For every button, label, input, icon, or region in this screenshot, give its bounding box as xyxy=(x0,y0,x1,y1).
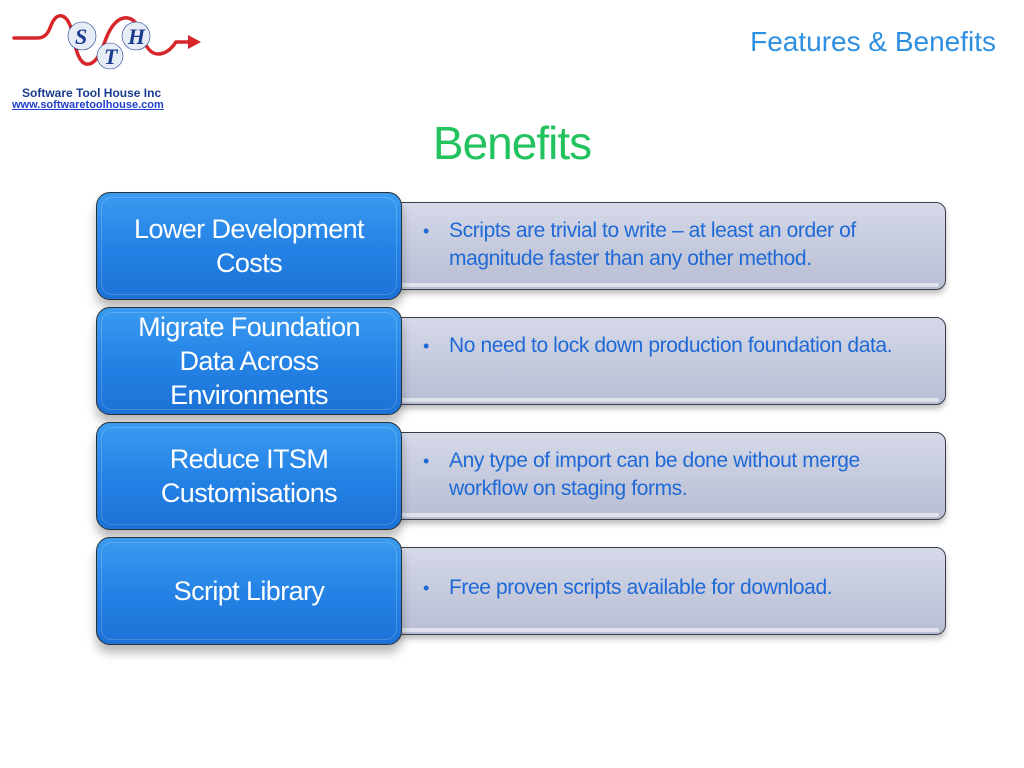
page-title: Benefits xyxy=(432,117,592,169)
logo-letter-t: T xyxy=(104,44,119,69)
benefit-tile-label: Lower Development Costs xyxy=(134,214,365,278)
benefit-detail-panel: • Any type of import can be done without… xyxy=(366,432,946,520)
benefit-detail-panel: • Scripts are trivial to write – at leas… xyxy=(366,202,946,290)
benefit-bullet-text: No need to lock down production foundati… xyxy=(449,334,893,357)
panel-highlight xyxy=(373,398,939,402)
benefit-bullet: • No need to lock down production founda… xyxy=(423,332,923,360)
benefit-tile-reduce-itsm-customisations[interactable]: Reduce ITSM Customisations xyxy=(96,422,402,530)
panel-highlight xyxy=(373,283,939,287)
company-logo: S H T Software Tool House Inc www.softwa… xyxy=(8,6,218,111)
bullet-icon: • xyxy=(423,578,429,598)
panel-highlight xyxy=(373,513,939,517)
benefit-row: • Free proven scripts available for down… xyxy=(96,537,946,645)
benefit-bullet-text: Scripts are trivial to write – at least … xyxy=(449,219,856,270)
benefit-bullet-text: Any type of import can be done without m… xyxy=(449,449,860,500)
benefit-row: • Any type of import can be done without… xyxy=(96,422,946,530)
benefit-row: • No need to lock down production founda… xyxy=(96,307,946,415)
benefit-tile-label: Migrate Foundation Data Across Environme… xyxy=(138,312,360,410)
company-url-link[interactable]: www.softwaretoolhouse.com xyxy=(12,99,164,111)
bullet-icon: • xyxy=(423,336,429,356)
benefit-tile-migrate-foundation-data[interactable]: Migrate Foundation Data Across Environme… xyxy=(96,307,402,415)
bullet-icon: • xyxy=(423,221,429,241)
benefit-bullet-text: Free proven scripts available for downlo… xyxy=(449,576,833,599)
benefit-tile-label: Reduce ITSM Customisations xyxy=(160,444,338,508)
header-title: Features & Benefits xyxy=(750,26,996,57)
benefit-bullet: • Free proven scripts available for down… xyxy=(423,574,923,602)
logo-letter-s: S xyxy=(75,24,87,49)
benefit-row: • Scripts are trivial to write – at leas… xyxy=(96,192,946,300)
panel-highlight xyxy=(373,628,939,632)
benefit-tile-label: Script Library xyxy=(173,576,325,606)
bullet-icon: • xyxy=(423,451,429,471)
benefit-tile-script-library[interactable]: Script Library xyxy=(96,537,402,645)
company-name: Software Tool House Inc xyxy=(22,86,162,100)
sth-logo-icon: S H T xyxy=(12,14,201,70)
benefit-bullet: • Any type of import can be done without… xyxy=(423,447,923,503)
benefit-detail-panel: • No need to lock down production founda… xyxy=(366,317,946,405)
benefit-tile-lower-development-costs[interactable]: Lower Development Costs xyxy=(96,192,402,300)
benefit-bullet: • Scripts are trivial to write – at leas… xyxy=(423,217,923,273)
benefit-detail-panel: • Free proven scripts available for down… xyxy=(366,547,946,635)
logo-letter-h: H xyxy=(127,24,146,49)
